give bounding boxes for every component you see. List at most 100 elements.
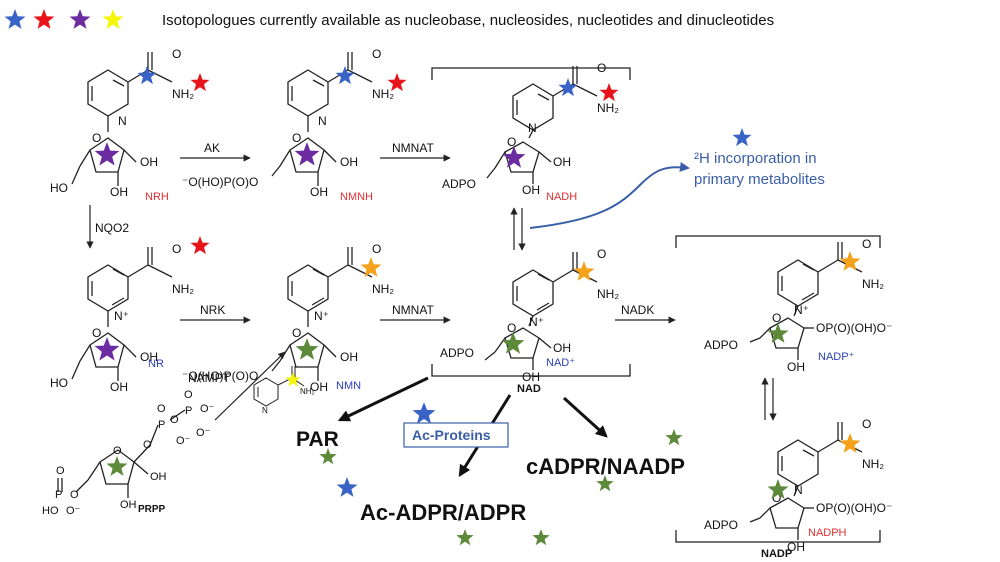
- nr-structure: [71, 247, 173, 381]
- par-arrow: [337, 376, 429, 422]
- ac-proteins-box: [403, 422, 509, 448]
- prpp-p2-o: O: [184, 389, 193, 401]
- nadph-n: N: [794, 483, 803, 497]
- deuterium-line1: ²H incorporation in: [694, 150, 817, 167]
- nadh-structure: [486, 66, 598, 184]
- nadp-plus-carbonyl-o: O: [862, 237, 871, 251]
- nadp-plus-adpo: ADPO: [704, 338, 738, 352]
- prpp-p2-ominus: O⁻: [200, 403, 215, 415]
- nad-carbonyl-o: O: [597, 247, 606, 261]
- par-green-star: [319, 448, 337, 465]
- nad-name: NAD⁺: [546, 357, 575, 369]
- nmnat-bottom-label: NMNAT: [392, 303, 434, 317]
- nadh-bracket: [431, 67, 631, 80]
- nrh-name: NRH: [145, 191, 169, 203]
- nrh-labels: N O O NH₂ OH OH HO NRH: [50, 47, 194, 203]
- prpp-green-star: [106, 456, 128, 476]
- nadp-plus-orange-star: [839, 251, 861, 271]
- nadh-blue-star: [558, 78, 578, 97]
- ac-proteins-blue-star: [412, 402, 436, 424]
- prpp-oh: OH: [150, 471, 167, 483]
- prpp-name: PRPP: [138, 504, 166, 515]
- prpp-o3: O: [70, 489, 79, 501]
- deuterium-arrow: [529, 162, 690, 229]
- nadp-plus-o: O: [772, 311, 781, 325]
- nampt-arrow: [214, 351, 286, 421]
- nadph-green-star: [767, 479, 789, 499]
- prpp-o1: O: [143, 439, 152, 451]
- par-blue-star: [336, 477, 358, 497]
- nmn-carbonyl-o: O: [372, 242, 381, 256]
- nmn-nh2: NH₂: [372, 282, 394, 296]
- nad-green-star: [501, 332, 525, 354]
- nad-oh2: OH: [522, 370, 540, 384]
- nadp-plus-nh2: NH₂: [862, 277, 884, 291]
- nadh-o: O: [507, 135, 516, 149]
- acadpr-green-star-2: [532, 529, 550, 546]
- nad-labels: N⁺ O O NH₂ OH OH ADPO NAD⁺: [440, 247, 619, 384]
- nmnh-red-star: [387, 73, 407, 92]
- nad-o: O: [507, 321, 516, 335]
- nrh-nh2: NH₂: [172, 87, 194, 101]
- nadph-carbonyl-o: O: [862, 417, 871, 431]
- nadph-o: O: [772, 491, 781, 505]
- nrh-purple-star: [94, 142, 120, 166]
- prpp-p1-ominus: O⁻: [176, 435, 191, 447]
- cadpr-label: cADPR/NAADP: [526, 454, 685, 479]
- nr-oh: OH: [140, 350, 158, 364]
- legend-red-star: [33, 9, 55, 29]
- nad-adpo: ADPO: [440, 346, 474, 360]
- prpp-p3: P: [55, 489, 62, 501]
- nadph-nh2: NH₂: [862, 457, 884, 471]
- nmn-n-plus: N⁺: [314, 309, 329, 323]
- nad-bracket: NAD: [431, 364, 631, 395]
- nmnh-phosphate: ⁻O(HO)P(O)O: [182, 175, 258, 189]
- nqo2-label: NQO2: [95, 221, 129, 235]
- nrk-label: NRK: [200, 303, 225, 317]
- nmn-phosphate: ⁻O(HO)P(O)O: [182, 369, 258, 383]
- legend: Isotopologues currently available as nuc…: [4, 9, 774, 29]
- nadp-plus-n-plus: N⁺: [794, 303, 809, 317]
- nadph-name: NADPH: [808, 527, 847, 539]
- nmn-oh: OH: [340, 350, 358, 364]
- nr-labels: N⁺ O O NH₂ OH OH HO NR: [50, 242, 194, 394]
- nampt-label: NAMPT: [188, 371, 231, 385]
- legend-purple-star: [69, 9, 91, 29]
- nmn-oh2: OH: [310, 380, 328, 394]
- nadh-oh2: OH: [522, 183, 540, 197]
- ac-proteins-label: Ac-Proteins: [412, 427, 491, 443]
- nadh-adpo: ADPO: [442, 177, 476, 191]
- nadh-carbonyl-o: O: [597, 61, 606, 75]
- nadph-adpo: ADPO: [704, 518, 738, 532]
- nrh-n: N: [118, 114, 127, 128]
- prpp-oh2: OH: [120, 499, 137, 511]
- nmn-orange-star: [360, 257, 382, 277]
- nadh-nh2: NH₂: [597, 101, 619, 115]
- nmnh-nh2: NH₂: [372, 87, 394, 101]
- nr-ho: HO: [50, 376, 68, 390]
- nr-o: O: [92, 326, 101, 340]
- prpp-p2: P: [185, 405, 192, 417]
- prpp-ring-o: O: [113, 445, 122, 457]
- deuterium-blue-star: [732, 128, 752, 147]
- nrh-o: O: [92, 131, 101, 145]
- nmn-labels: N⁺ O O NH₂ OH OH ⁻O(HO)P(O)O NMN: [182, 242, 394, 394]
- nr-name: NR: [148, 358, 164, 370]
- nad-bracket-label: NAD: [517, 383, 541, 395]
- nmnat-top-label: NMNAT: [392, 141, 434, 155]
- nadph-labels: N O O NH₂ OP(O)(OH)O⁻ OH ADPO NADPH: [704, 417, 892, 554]
- nr-n-plus: N⁺: [114, 309, 129, 323]
- nadph-phosphate: OP(O)(OH)O⁻: [816, 501, 892, 515]
- nicotinamide-yellow-star: [285, 372, 301, 387]
- cadpr-arrow: [562, 396, 608, 438]
- prpp-p3-ominus: O⁻: [66, 505, 81, 517]
- nrh-blue-star: [137, 66, 157, 85]
- nrh-structure: [71, 52, 173, 186]
- prpp-p2-ominus2: O⁻: [196, 427, 211, 439]
- nadph-oh: OH: [787, 540, 805, 554]
- nicotinamide-nh2: NH₂: [300, 387, 315, 396]
- nrh-oh: OH: [140, 155, 158, 169]
- nadh-red-star: [599, 83, 619, 102]
- prpp-p3-o: O: [56, 465, 65, 477]
- prpp-labels: O O P O O⁻ O P O O⁻ O⁻ OH OH O P O HO O⁻…: [42, 389, 215, 517]
